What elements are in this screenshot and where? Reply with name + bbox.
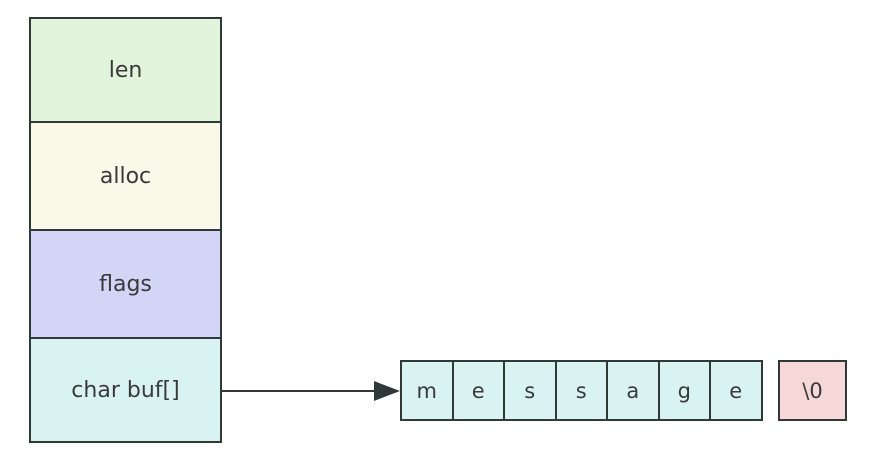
field-alloc: alloc xyxy=(31,121,220,229)
arrow-head-icon xyxy=(374,381,400,401)
null-terminator-cell: \0 xyxy=(778,360,847,421)
buffer-cell: s xyxy=(503,360,557,421)
field-buf: char buf[] xyxy=(31,337,220,441)
sds-struct: len alloc flags char buf[] xyxy=(29,17,222,443)
pointer-arrow xyxy=(222,381,400,401)
buffer-cell: m xyxy=(400,360,454,421)
buffer-cell: s xyxy=(554,360,608,421)
field-flags: flags xyxy=(31,229,220,337)
buffer-cell: e xyxy=(709,360,763,421)
buffer-cell: g xyxy=(657,360,711,421)
field-len: len xyxy=(31,19,220,121)
buffer-cell: e xyxy=(451,360,505,421)
buffer-cell: a xyxy=(606,360,660,421)
